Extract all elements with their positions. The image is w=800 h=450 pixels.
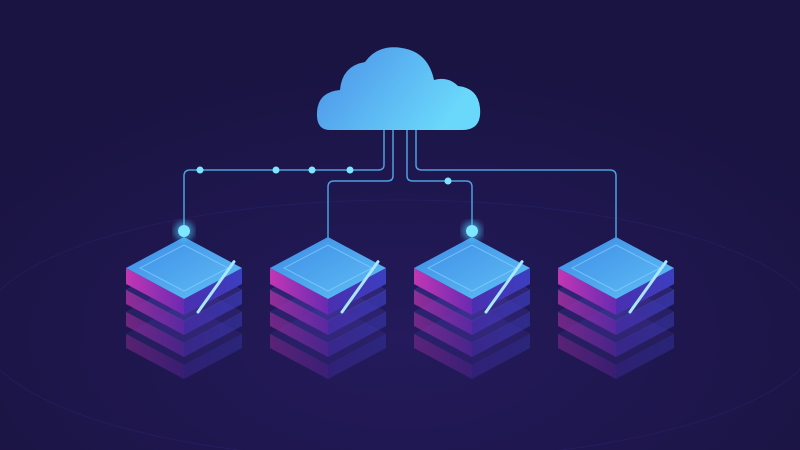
server-side-right	[616, 334, 674, 379]
server-indicator-light	[628, 260, 668, 314]
server-side-left	[126, 290, 184, 335]
server-side-right	[472, 334, 530, 379]
connector-node	[308, 166, 316, 174]
server-side-left	[414, 268, 472, 315]
server-indicator-light	[340, 260, 380, 314]
server-side-left	[414, 312, 472, 357]
server-side-left	[558, 312, 616, 357]
connector-nodes	[174, 166, 482, 241]
connector-line	[406, 128, 473, 230]
server-top	[126, 237, 242, 299]
server-side-right	[328, 334, 386, 379]
background-arc	[0, 199, 800, 450]
server-indicator-light	[196, 260, 236, 314]
server-stack	[124, 237, 244, 379]
server-side-right	[616, 312, 674, 357]
connector-line	[327, 128, 394, 238]
connector-node	[272, 166, 280, 174]
server-side-left	[414, 334, 472, 379]
connector-line	[183, 128, 385, 230]
connector-node	[466, 225, 478, 237]
server-side-left	[558, 290, 616, 335]
connector-node	[346, 166, 354, 174]
server-stack	[556, 237, 676, 379]
server-side-left	[270, 290, 328, 335]
server-side-right	[184, 312, 242, 357]
server-side-left	[126, 312, 184, 357]
server-top-panel	[138, 244, 230, 292]
server-side-left	[270, 312, 328, 357]
server-side-left	[270, 268, 328, 315]
connector-lines	[183, 128, 617, 238]
server-side-left	[414, 290, 472, 335]
connector-line	[415, 128, 617, 238]
server-side-left	[270, 334, 328, 379]
server-side-right	[328, 290, 386, 335]
server-side-right	[184, 290, 242, 335]
server-side-right	[472, 290, 530, 335]
connector-node	[178, 225, 190, 237]
connector-node	[196, 166, 204, 174]
server-side-right	[616, 290, 674, 335]
server-side-right	[328, 312, 386, 357]
server-top	[270, 237, 386, 299]
server-side-right	[472, 312, 530, 357]
server-indicator-light	[484, 260, 524, 314]
connector-node	[444, 177, 452, 185]
server-side-right	[184, 334, 242, 379]
server-top	[414, 237, 530, 299]
server-side-left	[558, 268, 616, 315]
server-side-left	[558, 334, 616, 379]
server-stack	[268, 237, 388, 379]
server-top	[558, 237, 674, 299]
server-top-panel	[282, 244, 374, 292]
server-group	[124, 237, 676, 379]
cloud-icon	[316, 47, 481, 130]
server-side-left	[126, 334, 184, 379]
server-stack	[412, 237, 532, 379]
server-top-panel	[426, 244, 518, 292]
server-side-left	[126, 268, 184, 315]
server-top-panel	[570, 244, 662, 292]
